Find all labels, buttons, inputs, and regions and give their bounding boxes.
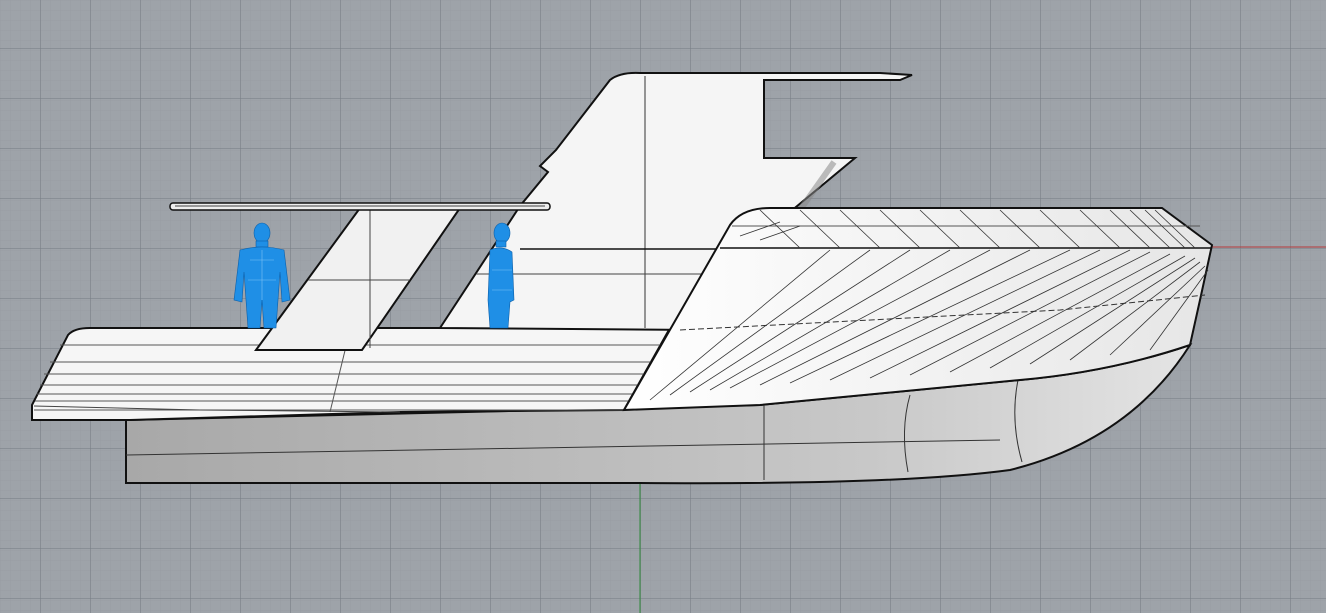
- superstructure[interactable]: [438, 71, 913, 332]
- bow-section[interactable]: [622, 207, 1214, 412]
- human-figure-aft[interactable]: [233, 222, 291, 329]
- hardtop-roof[interactable]: [169, 202, 551, 211]
- bow-mesh-lines: [649, 209, 1209, 401]
- human-figure-helm[interactable]: [487, 222, 515, 329]
